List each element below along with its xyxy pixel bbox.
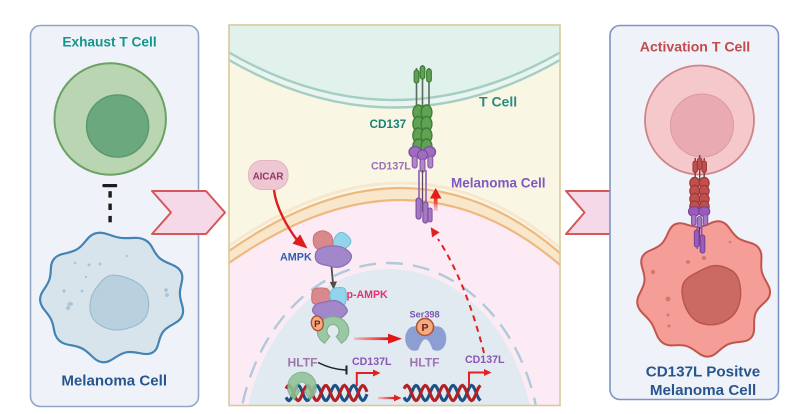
- svg-text:CD137: CD137: [370, 117, 407, 131]
- svg-text:Ser398: Ser398: [410, 309, 440, 319]
- svg-text:P: P: [314, 319, 321, 330]
- svg-text:Exhaust T Cell: Exhaust T Cell: [62, 34, 156, 49]
- svg-text:HLTF: HLTF: [410, 356, 440, 370]
- svg-text:HLTF: HLTF: [288, 355, 318, 369]
- svg-text:P: P: [421, 322, 428, 334]
- svg-text:AMPK: AMPK: [280, 251, 312, 263]
- svg-text:Melanoma Cell: Melanoma Cell: [61, 372, 167, 389]
- svg-text:AICAR: AICAR: [253, 171, 285, 182]
- svg-text:Activation T Cell: Activation T Cell: [640, 39, 750, 55]
- svg-text:Melanoma Cell: Melanoma Cell: [451, 176, 546, 191]
- svg-text:T Cell: T Cell: [479, 93, 517, 109]
- svg-text:CD137L: CD137L: [465, 354, 505, 366]
- svg-text:CD137L: CD137L: [352, 356, 392, 368]
- svg-text:p-AMPK: p-AMPK: [347, 289, 389, 301]
- svg-text:Melanoma Cell: Melanoma Cell: [650, 382, 756, 399]
- svg-text:CD137L Positve: CD137L Positve: [646, 364, 761, 381]
- svg-text:CD137L: CD137L: [371, 160, 411, 172]
